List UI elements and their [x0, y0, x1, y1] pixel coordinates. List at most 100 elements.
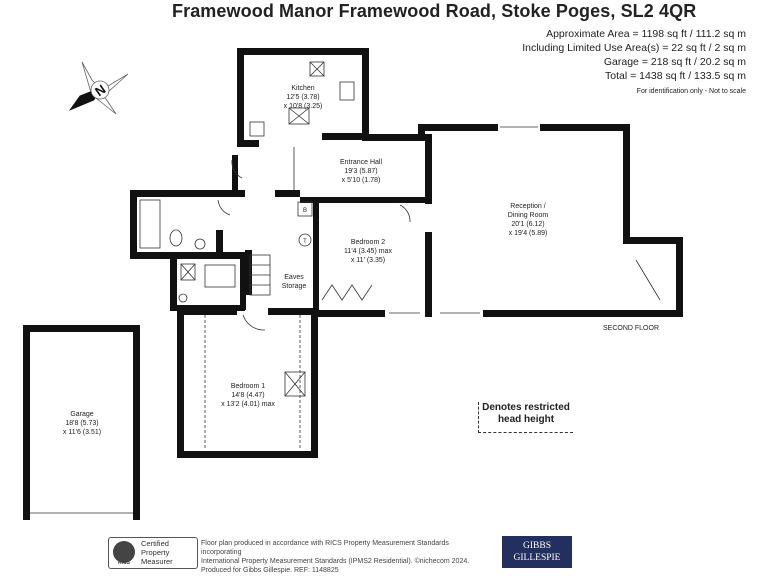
entrance-hall-dim1: 19'3 (5.87) — [344, 168, 377, 175]
rics-logo-icon — [113, 541, 135, 563]
wall-reception-left-upper — [425, 134, 432, 204]
shower-wc-icon — [178, 293, 188, 303]
total-area: Total = 1438 sq ft / 133.5 sq m — [605, 70, 746, 82]
limited-use-area: Including Limited Use Area(s) = 22 sq ft… — [522, 42, 746, 54]
wall-reception-left-lower — [425, 232, 432, 317]
bedroom2-dim1: 11'4 (3.45) max — [344, 248, 392, 255]
wall-reception-top-right — [540, 124, 630, 131]
entrance-hall-label: Entrance Hall — [340, 159, 382, 166]
walls — [23, 48, 683, 520]
wall-reception-step — [418, 124, 425, 141]
wardrobe-doors — [321, 284, 373, 301]
bedroom2-dim2: x 11' (3.35) — [351, 257, 385, 264]
footer-note: Floor plan produced in accordance with R… — [201, 539, 491, 575]
tank-symbol: T — [303, 239, 307, 245]
wall-bed1-right — [311, 308, 318, 458]
kitchen-sink-icon — [339, 81, 355, 101]
kitchen-dim2: x 10'8 (3.25) — [284, 103, 323, 110]
boiler-symbol: B — [303, 208, 307, 214]
fixtures — [30, 61, 661, 514]
compass-icon: N — [68, 61, 129, 115]
wall-shower-left — [170, 252, 177, 310]
wall-kitchen-bottom-right — [322, 133, 369, 140]
wall-landing-top — [275, 190, 300, 197]
bedroom1-rooflight-icon — [284, 371, 306, 397]
wall-bedroom2-left — [313, 197, 319, 317]
bedroom1-door-arc — [242, 314, 266, 331]
reception-dim2: x 19'4 (5.89) — [509, 230, 548, 237]
wall-bed1-left — [177, 308, 184, 458]
rics-badge: RICS Certified Property Measurer — [108, 537, 198, 569]
restricted-height-legend: Denotes restricted head height — [478, 402, 573, 433]
eaves-label-2: Storage — [282, 283, 307, 290]
kitchen-label: Kitchen — [291, 85, 314, 92]
brand-logo: GIBBS GILLESPIE — [502, 536, 572, 568]
rics-logo-text: RICS — [118, 560, 130, 566]
garage-dim1: 18'8 (5.73) — [65, 420, 98, 427]
entrance-hall-dim2: x 5'10 (1.78) — [342, 177, 381, 184]
wall-bath-right — [216, 230, 223, 259]
approximate-area: Approximate Area = 1198 sq ft / 111.2 sq… — [546, 28, 746, 40]
shower-icon — [204, 264, 236, 288]
toilet-icon — [169, 229, 183, 247]
bedroom1-label: Bedroom 1 — [231, 383, 265, 390]
reception-label: Reception / — [510, 203, 545, 210]
eaves-label: Eaves — [284, 274, 304, 281]
kitchen-appliance-icon — [309, 61, 325, 77]
rics-cert-text: Certified Property Measurer — [141, 539, 173, 566]
wall-bed1-top-right — [268, 308, 318, 315]
footer-note-line-1: Floor plan produced in accordance with R… — [201, 540, 449, 556]
kitchen-hob-icon — [249, 121, 265, 137]
rics-cert-line-1: Certified — [141, 539, 169, 548]
footer-note-line-2: International Property Measurement Stand… — [201, 558, 470, 565]
wall-hall-top — [362, 134, 424, 141]
wall-bedroom2-bottom — [315, 310, 385, 317]
wall-bath-top — [130, 190, 245, 197]
shower-tray-icon — [180, 263, 196, 281]
restricted-line-2: head height — [497, 414, 555, 425]
bath-icon — [139, 199, 161, 249]
reception-dim1: 20'1 (6.12) — [511, 221, 544, 228]
kitchen-dim1: 12'5 (3.78) — [286, 94, 319, 101]
brand-line-1: GIBBS — [523, 541, 551, 551]
wall-reception-right — [623, 124, 630, 242]
wall-bath-left — [130, 190, 137, 255]
wall-garage-right — [133, 325, 140, 520]
rics-cert-line-2: Property — [141, 548, 170, 557]
room-labels: Kitchen 12'5 (3.78) x 10'8 (3.25) Entran… — [63, 85, 659, 436]
wall-bath-bottom — [130, 252, 240, 259]
wall-shower-right — [240, 252, 246, 310]
wall-kitchen-right — [362, 48, 369, 140]
basin-icon — [194, 238, 206, 250]
wall-bed1-top-left — [177, 308, 237, 315]
reception-label-2: Dining Room — [508, 212, 549, 219]
hall-door-arc — [231, 159, 243, 179]
wall-kitchen-top — [237, 48, 369, 55]
garage-dim2: x 11'6 (3.51) — [63, 429, 101, 436]
brand-line-2: GILLESPIE — [513, 553, 561, 563]
wall-garage-top — [23, 325, 140, 332]
floor-label: SECOND FLOOR — [603, 325, 659, 332]
bedroom2-label: Bedroom 2 — [351, 239, 385, 246]
restricted-line-1: Denotes restricted — [482, 402, 570, 413]
wall-kitchen-left — [237, 48, 244, 144]
wall-reception-bay-top — [623, 237, 683, 244]
wall-reception-bay-right — [676, 237, 683, 317]
wall-reception-top-left — [418, 124, 498, 131]
wall-eaves-left — [245, 250, 252, 295]
wall-kitchen-bottom-left — [237, 140, 259, 147]
tank-icon — [298, 233, 312, 247]
reception-bay-door — [635, 259, 661, 301]
boiler-cupboard — [297, 201, 313, 217]
wall-hall-left — [232, 155, 238, 197]
wall-garage-left — [23, 325, 30, 520]
wall-bed1-bottom — [177, 451, 318, 458]
garage-area: Garage = 218 sq ft / 20.2 sq m — [603, 56, 746, 68]
page-title: Framewood Manor Framewood Road, Stoke Po… — [172, 1, 697, 21]
wall-bedroom2-top — [300, 197, 425, 203]
bedroom1-dim1: 14'8 (4.47) — [231, 392, 264, 399]
wall-reception-bottom — [483, 310, 683, 317]
kitchen-rooflight-icon — [288, 107, 310, 125]
bedroom1-dim2: x 13'2 (4.01) max — [221, 401, 275, 408]
